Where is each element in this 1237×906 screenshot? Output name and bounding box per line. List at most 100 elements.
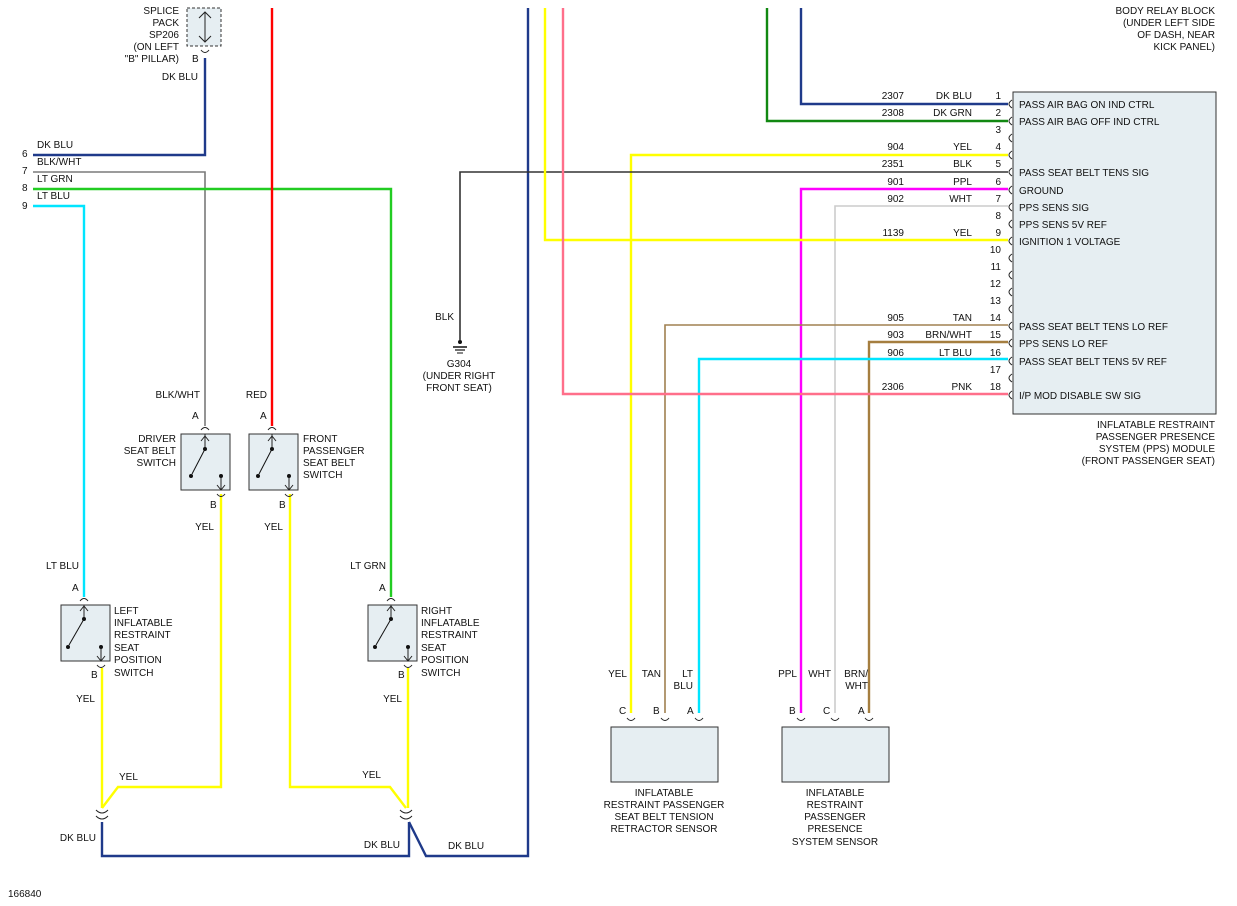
- module-pin-number: 11: [991, 262, 1002, 273]
- tension-caption-1: INFLATABLE: [635, 788, 694, 799]
- module-caption-2: PASSENGER PRESENCE: [1096, 432, 1216, 443]
- module-pin-circuit: 1139: [882, 228, 904, 239]
- module-pin-circuit: 903: [887, 330, 904, 341]
- module-pin-color: PPL: [953, 177, 972, 188]
- bottom-dkblu-right: DK BLU: [448, 841, 484, 852]
- connector-icon: [200, 49, 210, 53]
- tension-wire-blu: BLU: [674, 681, 693, 692]
- connector-icon: [1008, 236, 1013, 246]
- module-pin-color: BLK: [953, 159, 972, 170]
- module-pin-function: PASS AIR BAG ON IND CTRL: [1019, 100, 1155, 111]
- left-row-6-label: DK BLU: [37, 140, 73, 151]
- module-pin-color: TAN: [953, 313, 972, 324]
- wire-yel-driver: [101, 494, 223, 809]
- driver-switch-pin-a: A: [192, 411, 199, 422]
- module-pin-circuit: 902: [887, 194, 904, 205]
- module-pin-circuit: 2351: [882, 159, 905, 170]
- wire-blk-pin6: [459, 171, 1008, 340]
- wire-ppl-pin7: [799, 187, 1008, 713]
- module-pin-color: LT BLU: [939, 348, 972, 359]
- module-pin-circuit: 901: [887, 177, 904, 188]
- module-pin-function: PPS SENS 5V REF: [1019, 220, 1107, 231]
- presence-pin-a: A: [858, 706, 865, 717]
- module-caption-1: INFLATABLE RESTRAINT: [1097, 420, 1215, 431]
- splice-wire-label: DK BLU: [162, 72, 198, 83]
- left-pos-line-3: RESTRAINT: [114, 630, 171, 641]
- driver-switch-line-1: DRIVER: [138, 434, 176, 445]
- connector-icon: [403, 664, 413, 668]
- pass-switch-pin-a: A: [260, 411, 267, 422]
- module-pin-color: WHT: [949, 194, 972, 205]
- module-caption-4: (FRONT PASSENGER SEAT): [1082, 456, 1215, 467]
- presence-wire-wht: WHT: [808, 669, 831, 680]
- pps-module-box: [1012, 91, 1217, 415]
- connector-icon: [96, 664, 106, 668]
- module-pin-number: 12: [990, 279, 1002, 290]
- driver-switch-wire-a: BLK/WHT: [156, 390, 200, 401]
- right-pos-wire-b: YEL: [383, 694, 402, 705]
- left-row-6-num: 6: [22, 149, 28, 160]
- right-pos-wire-a: LT GRN: [350, 561, 386, 572]
- tension-wire-tan: TAN: [642, 669, 661, 680]
- module-pin-color: DK GRN: [933, 108, 972, 119]
- wire-dk-blu-vertical: [407, 8, 530, 858]
- bottom-yel-left: YEL: [119, 772, 138, 783]
- pass-switch-box: [248, 433, 299, 491]
- connector-icon: [1008, 219, 1013, 229]
- module-pin-number: 3: [995, 125, 1001, 136]
- wire-dk-blu-splice: [33, 58, 207, 157]
- left-pos-switch-box: [60, 604, 111, 662]
- module-pin-color: DK BLU: [936, 91, 972, 102]
- module-pin-number: 7: [995, 194, 1001, 205]
- ground-line-2: (UNDER RIGHT: [423, 371, 496, 382]
- pass-switch-line-1: FRONT: [303, 434, 337, 445]
- connector-icon: [386, 598, 396, 602]
- bottom-yel-right: YEL: [362, 770, 381, 781]
- tension-caption-3: SEAT BELT TENSION: [614, 812, 713, 823]
- wire-pnk-pin18: [561, 8, 1008, 396]
- right-pos-line-4: SEAT: [421, 643, 446, 654]
- wire-blk-wht: [33, 171, 206, 426]
- module-pin-number: 10: [990, 245, 1002, 256]
- module-pin-number: 9: [995, 228, 1001, 239]
- presence-caption-1: INFLATABLE: [806, 788, 865, 799]
- left-row-7-num: 7: [22, 166, 28, 177]
- presence-sensor-box: [781, 726, 890, 783]
- module-pin-function: GROUND: [1019, 186, 1063, 197]
- connector-icon: [1008, 356, 1013, 366]
- wire-dk-grn-pin2: [765, 8, 1008, 123]
- connector-icon: [1008, 202, 1013, 212]
- wire-tan-pin15: [664, 324, 1008, 713]
- connector-icon: [200, 427, 210, 431]
- wire-yel-pass: [288, 494, 407, 809]
- module-pin-number: 2: [995, 108, 1001, 119]
- left-row-8-label: LT GRN: [37, 174, 73, 185]
- module-pin-number: 18: [990, 382, 1002, 393]
- connector-icon: [1008, 185, 1013, 195]
- connector-icon: [1008, 338, 1013, 348]
- splice-line-1: SPLICE: [143, 6, 179, 17]
- connector-icon: [796, 717, 874, 721]
- presence-wire-brn: BRN/: [844, 669, 868, 680]
- wire-lt-grn: [33, 187, 393, 597]
- right-pos-line-2: INFLATABLE: [421, 618, 480, 629]
- bottom-dkblu-mid: DK BLU: [364, 840, 400, 851]
- left-pos-pin-a: A: [72, 583, 79, 594]
- left-row-8-num: 8: [22, 183, 28, 194]
- switch-icon: [189, 434, 226, 491]
- wire-yel-pin5: [629, 153, 1008, 713]
- module-pin-function: PPS SENS LO REF: [1019, 339, 1108, 350]
- module-pin-number: 8: [995, 211, 1001, 222]
- presence-wire-ppl: PPL: [778, 669, 797, 680]
- ground-wire-label: BLK: [435, 312, 454, 323]
- wire-dk-blu-bottom: [100, 822, 411, 858]
- module-pin-function: IGNITION 1 VOLTAGE: [1019, 237, 1121, 248]
- connector-icon: [1008, 304, 1013, 314]
- connector-icon: [1008, 133, 1013, 143]
- left-pos-pin-b: B: [91, 670, 98, 681]
- relay-line-2: (UNDER LEFT SIDE: [1123, 18, 1215, 29]
- connector-icon: [1008, 287, 1013, 297]
- right-pos-line-5: POSITION: [421, 655, 469, 666]
- wire-brn-wht-pin16: [867, 340, 1008, 713]
